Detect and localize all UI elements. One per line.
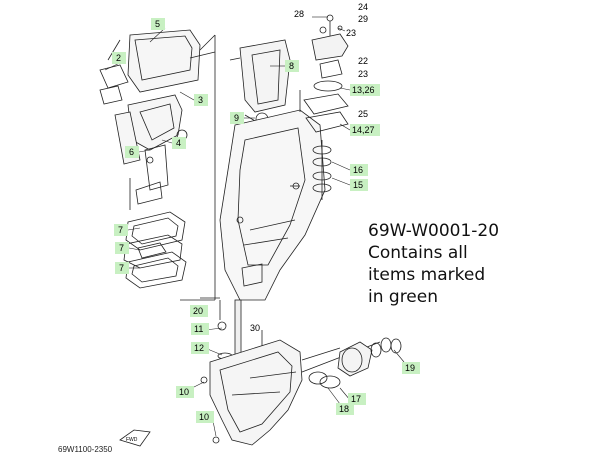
bearing-housing-drawing (308, 337, 402, 389)
gasket-drawings (123, 211, 187, 289)
svg-text:7: 7 (119, 243, 124, 253)
fwd-label: FWD (126, 437, 138, 443)
kit-line-2: items marked (368, 265, 486, 285)
kit-part-number: 69W-W0001-20 (368, 221, 500, 241)
part-label-25: 25 (358, 109, 368, 119)
fwd-arrow-icon: FWD (119, 429, 151, 447)
part-label-13-26: 13,26 (350, 84, 380, 96)
svg-text:16: 16 (353, 165, 363, 175)
svg-text:14,27: 14,27 (352, 125, 375, 135)
part-label-30: 30 (250, 323, 260, 333)
svg-text:4: 4 (176, 138, 181, 148)
svg-text:11: 11 (194, 324, 203, 334)
part-label-10a: 10 (176, 386, 194, 398)
part-label-20: 20 (190, 305, 208, 317)
kit-line-1: Contains all (368, 243, 468, 263)
part-label-5: 5 (151, 18, 165, 30)
kit-description: 69W-W0001-20 Contains all items marked i… (368, 220, 598, 308)
svg-text:13,26: 13,26 (352, 85, 375, 95)
svg-text:20: 20 (193, 306, 203, 316)
part-label-18: 18 (336, 403, 354, 415)
part-label-3: 3 (194, 94, 208, 106)
water-pump-drawing (290, 14, 349, 200)
part-label-11: 11 (191, 323, 209, 335)
part-label-15: 15 (350, 179, 368, 191)
part-label-29: 29 (358, 14, 368, 24)
part-label-16: 16 (350, 164, 368, 176)
part-label-4: 4 (172, 137, 186, 149)
part-label-7b: 7 (115, 242, 129, 254)
part-label-7a: 7 (114, 224, 128, 236)
upper-casing-drawing (99, 29, 216, 301)
svg-text:10: 10 (199, 412, 209, 422)
plain-part-labels: 28 24 29 23 22 23 25 30 (250, 2, 368, 333)
drive-shaft-housing-drawing (200, 109, 326, 320)
part-label-7c: 7 (115, 262, 129, 274)
svg-text:18: 18 (339, 404, 349, 414)
svg-text:8: 8 (289, 61, 294, 71)
svg-text:10: 10 (179, 387, 189, 397)
part-label-9: 9 (230, 112, 244, 124)
part-label-22: 22 (358, 56, 368, 66)
part-label-28: 28 (294, 9, 304, 19)
svg-text:2: 2 (116, 53, 121, 63)
part-label-2: 2 (112, 52, 126, 64)
drawing-code: 69W1100-2350 (58, 445, 113, 454)
part-label-17: 17 (348, 393, 366, 405)
part-label-8: 8 (285, 60, 299, 72)
svg-text:15: 15 (353, 180, 363, 190)
svg-text:7: 7 (119, 263, 124, 273)
part-label-24: 24 (358, 2, 368, 12)
green-part-labels: 5 2 3 4 6 7 7 7 8 9 13,26 14,27 16 15 20… (112, 18, 420, 423)
svg-text:12: 12 (194, 343, 204, 353)
svg-text:7: 7 (118, 225, 123, 235)
part-label-6: 6 (125, 146, 139, 158)
part-label-10b: 10 (196, 411, 214, 423)
svg-text:3: 3 (198, 95, 203, 105)
part-label-12: 12 (191, 342, 209, 354)
part-label-14-27: 14,27 (350, 124, 380, 136)
svg-text:5: 5 (155, 19, 160, 29)
svg-text:17: 17 (351, 394, 361, 404)
part-label-19: 19 (402, 362, 420, 374)
svg-text:19: 19 (405, 363, 415, 373)
svg-text:9: 9 (234, 113, 239, 123)
lower-unit-drawing (200, 339, 381, 446)
part-label-23-top: 23 (346, 28, 356, 38)
part-label-23: 23 (358, 69, 368, 79)
svg-text:6: 6 (129, 147, 134, 157)
kit-line-3: in green (368, 287, 439, 307)
